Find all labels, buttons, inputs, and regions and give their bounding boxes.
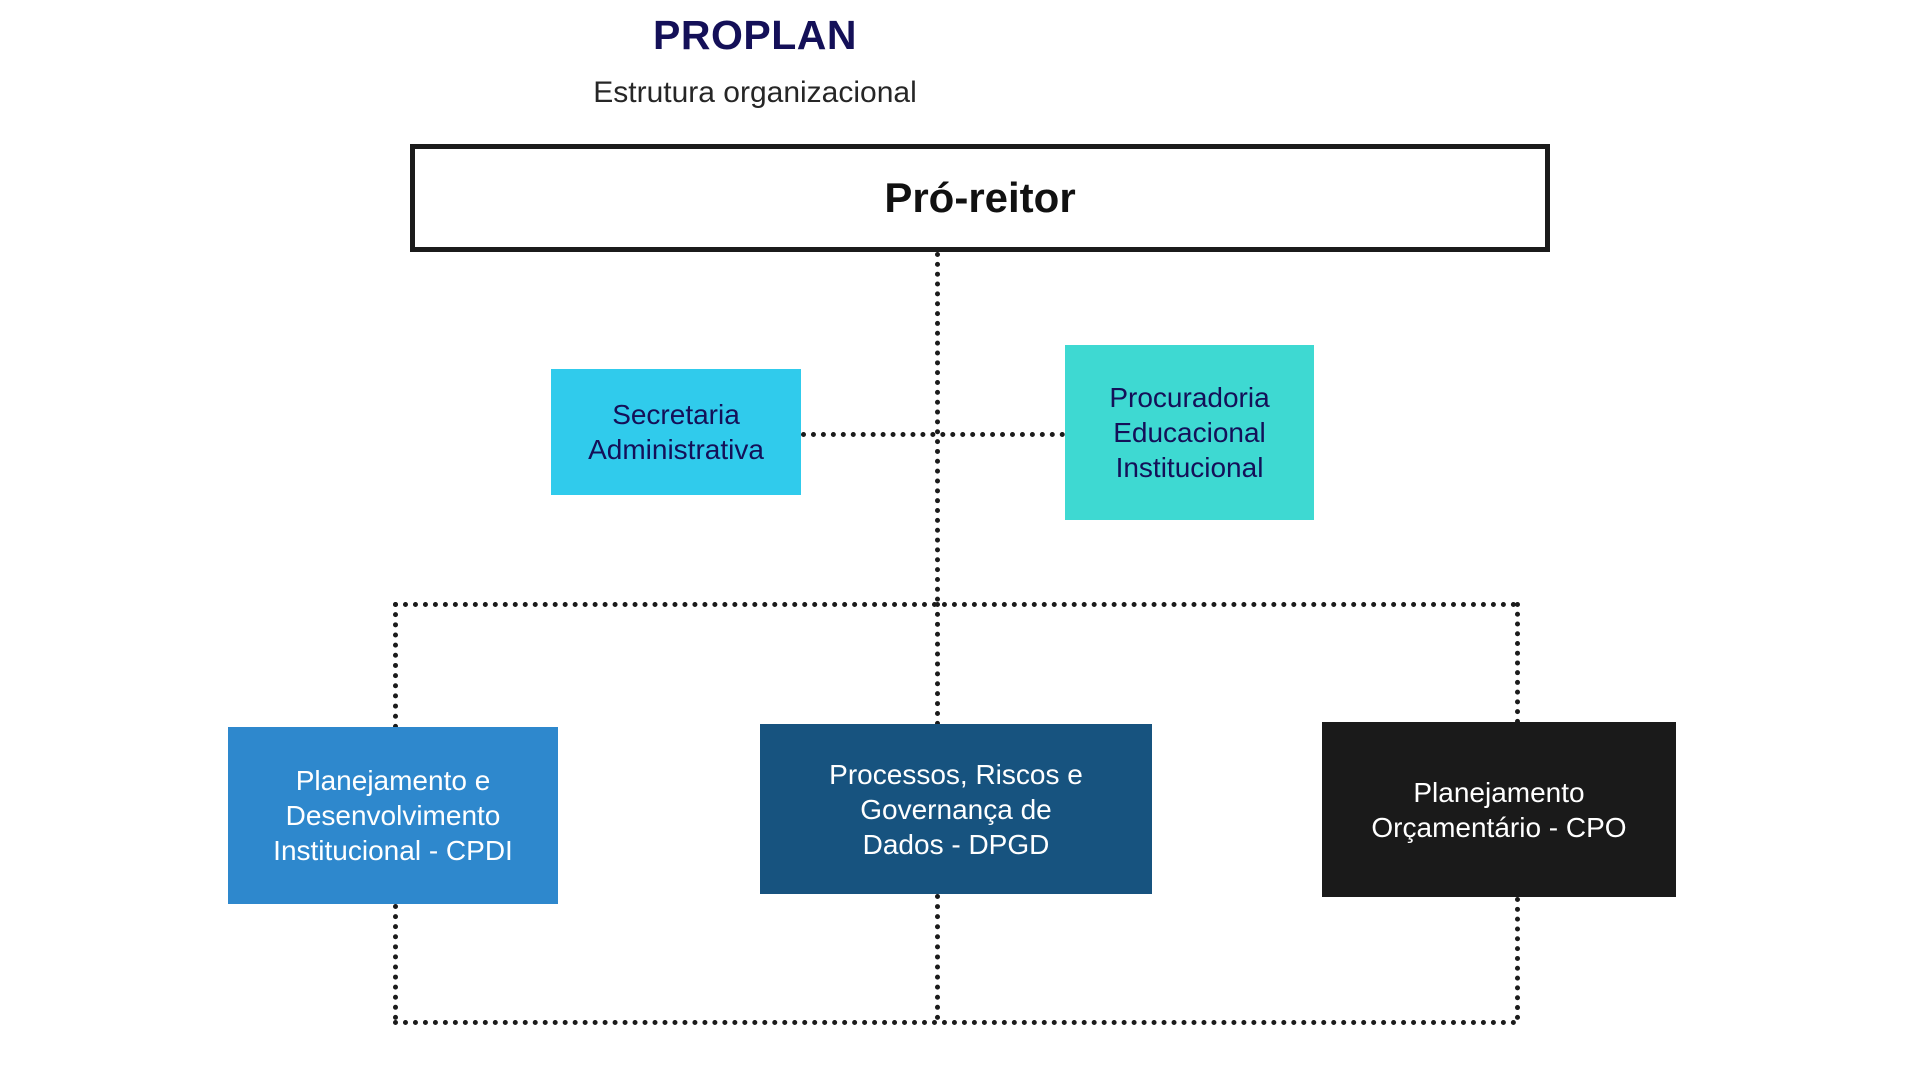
connector-drop-cpo: [1515, 602, 1520, 724]
connector-horizontal-bus: [393, 602, 1517, 607]
org-node-procuradoria-educacional-institucional[interactable]: Procuradoria Educacional Institucional: [1065, 345, 1314, 520]
org-node-cpo[interactable]: Planejamento Orçamentário - CPO: [1322, 722, 1676, 897]
connector-return-dpgd: [935, 894, 940, 1020]
page-title: PROPLAN: [653, 12, 857, 58]
connector-return-cpo: [1515, 897, 1520, 1020]
connector-root-trunk: [935, 252, 940, 602]
org-node-cpdi[interactable]: Planejamento e Desenvolvimento Instituci…: [228, 727, 558, 904]
org-node-pro-reitor[interactable]: Pró-reitor: [410, 144, 1550, 252]
connector-drop-cpdi: [393, 602, 398, 729]
page-subtitle: Estrutura organizacional: [593, 76, 917, 109]
org-node-secretaria-administrativa[interactable]: Secretaria Administrativa: [551, 369, 801, 495]
connector-secretaria-procuradoria: [801, 432, 1065, 437]
org-node-dpgd[interactable]: Processos, Riscos e Governança de Dados …: [760, 724, 1152, 894]
connector-drop-dpgd: [935, 602, 940, 726]
connector-return-bus: [393, 1020, 1517, 1025]
connector-return-cpdi: [393, 904, 398, 1020]
